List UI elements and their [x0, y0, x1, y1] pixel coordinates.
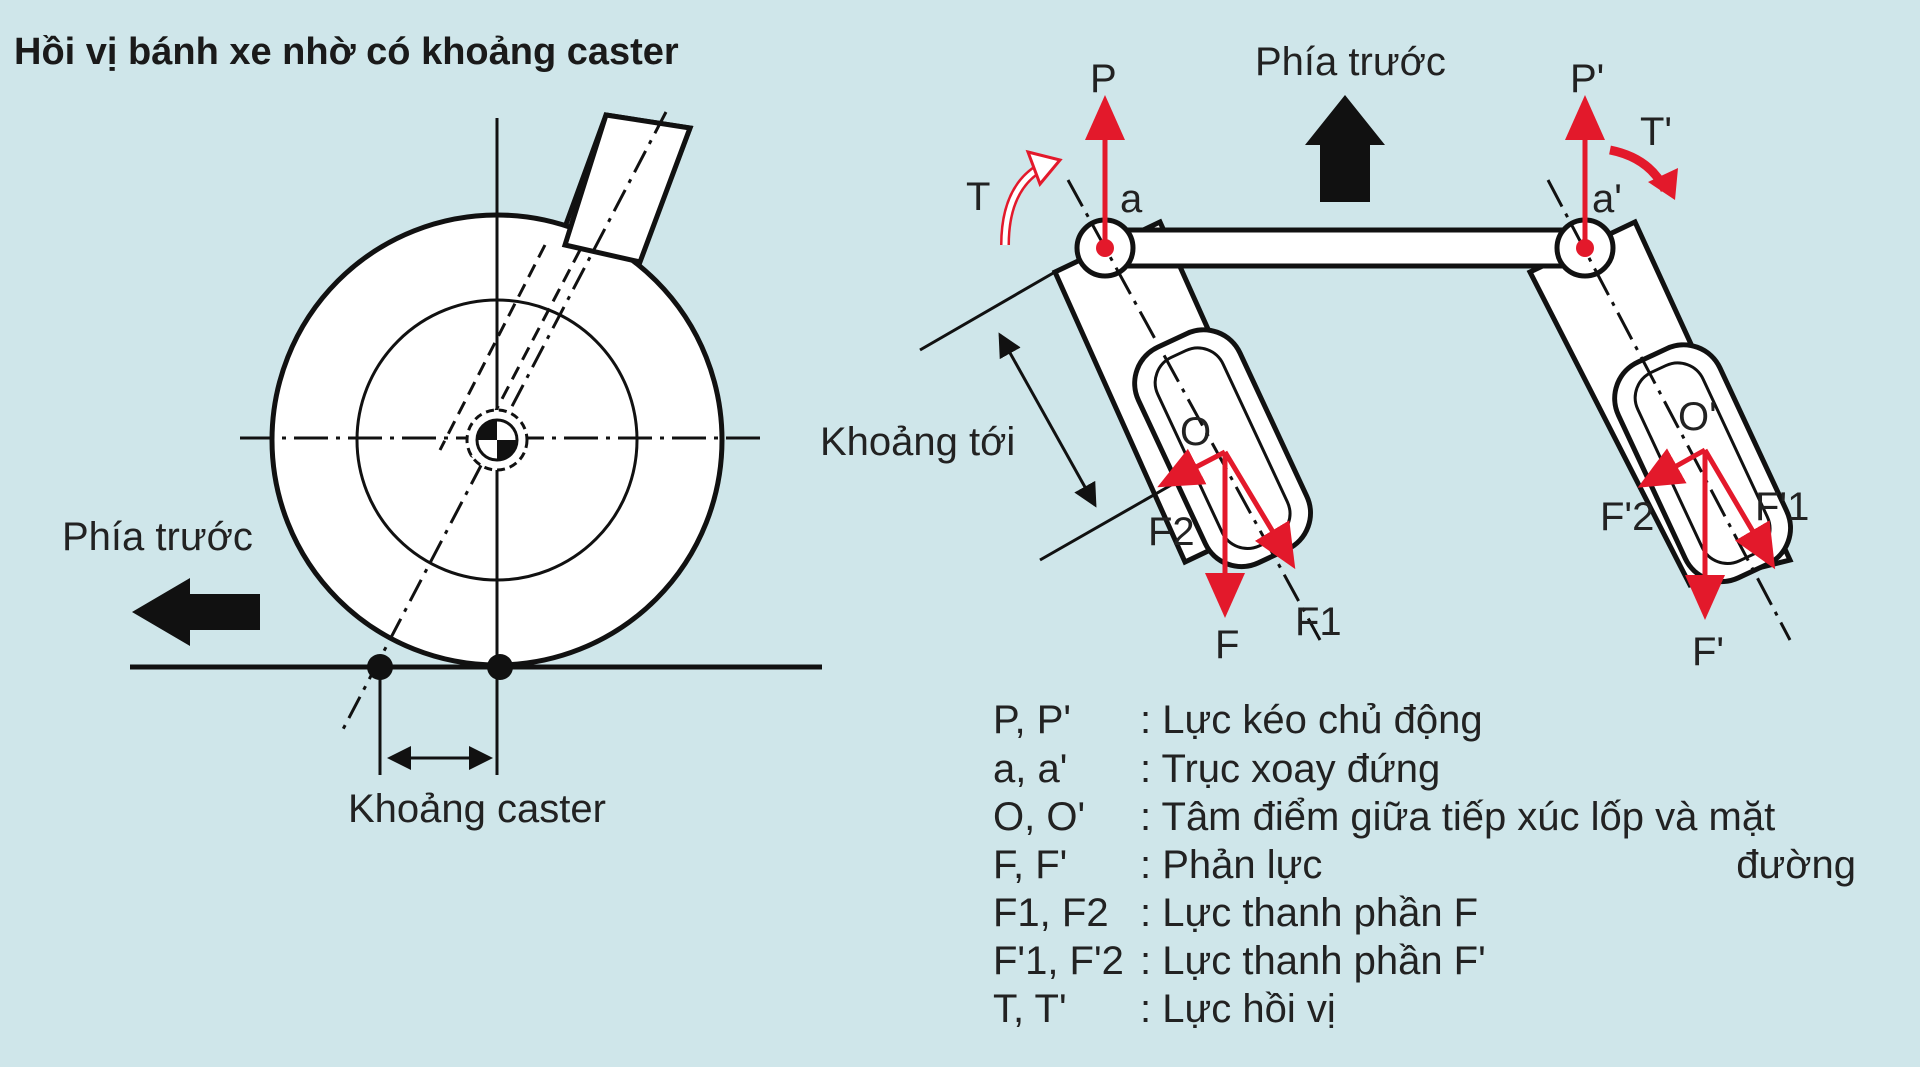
- front-label-left: Phía trước: [62, 515, 253, 559]
- label-T-prime: T': [1640, 110, 1672, 154]
- offset-dimension-arrow: [998, 332, 1097, 508]
- diagram-title: Hồi vị bánh xe nhờ có khoảng caster: [14, 31, 679, 73]
- top-view-steering: Khoảng tới Phía trước P P' T T' a a' O F…: [820, 40, 1809, 674]
- label-F1: F1: [1295, 600, 1342, 644]
- legend-symbol: a, a': [993, 747, 1067, 791]
- strut-tube-upper: [561, 112, 694, 265]
- tie-rod: [1087, 227, 1593, 269]
- label-P: P: [1090, 57, 1117, 101]
- legend-desc: : Tâm điểm giữa tiếp xúc lốp và mặt: [1140, 795, 1775, 839]
- label-a-prime: a': [1592, 177, 1622, 221]
- label-F2: F2: [1148, 510, 1195, 554]
- pivot-a: [1096, 239, 1114, 257]
- label-O-prime: O': [1678, 395, 1717, 439]
- label-F: F: [1215, 623, 1239, 667]
- force-F2-prime-arrow: [1637, 447, 1707, 488]
- label-a: a: [1120, 177, 1143, 221]
- legend-symbol: T, T': [993, 987, 1067, 1031]
- label-F2-prime: F'2: [1600, 495, 1654, 539]
- legend-desc: : Lực hồi vị: [1140, 987, 1336, 1031]
- torque-T-prime-arrow: [1648, 168, 1678, 200]
- label-O: O: [1180, 410, 1211, 454]
- front-label-right: Phía trước: [1255, 40, 1446, 84]
- legend-symbol: O, O': [993, 795, 1085, 839]
- left-kingpin-line: [1066, 179, 1322, 641]
- legend-desc: : Phản lực: [1140, 843, 1322, 887]
- strut-hidden-edge-2: [438, 244, 547, 451]
- front-arrow-left: [132, 578, 260, 646]
- strut-hidden-edge: [468, 249, 582, 461]
- side-view-wheel: Khoảng caster Phía trước: [62, 111, 822, 831]
- legend-desc: : Lực thanh phần F': [1140, 939, 1486, 983]
- front-arrow-right: [1305, 95, 1385, 202]
- force-F2-arrow: [1157, 448, 1227, 488]
- legend: P, P' : Lực kéo chủ động a, a' : Trục xo…: [993, 698, 1856, 1031]
- label-F-prime: F': [1692, 630, 1724, 674]
- label-F1-prime: F'1: [1755, 485, 1809, 529]
- label-P-prime: P': [1570, 57, 1604, 101]
- tire-contact-point: [487, 654, 513, 680]
- caster-label: Khoảng caster: [348, 787, 606, 831]
- legend-desc: : Trục xoay đứng: [1140, 747, 1440, 791]
- legend-symbol: F, F': [993, 843, 1067, 887]
- legend-desc-continuation: đường: [1736, 843, 1856, 887]
- legend-desc: : Lực kéo chủ động: [1140, 698, 1483, 742]
- force-F1-arrow: [1222, 450, 1296, 570]
- legend-symbol: F'1, F'2: [993, 939, 1124, 983]
- right-kingpin-line: [1546, 179, 1792, 641]
- legend-desc: : Lực thanh phần F: [1140, 891, 1478, 935]
- force-F1-prime-arrow: [1702, 448, 1776, 570]
- torque-T-arrow: [1025, 149, 1063, 187]
- legend-symbol: P, P': [993, 698, 1071, 742]
- legend-symbol: F1, F2: [993, 891, 1109, 935]
- offset-label: Khoảng tới: [820, 420, 1015, 464]
- label-T: T: [966, 175, 990, 219]
- pivot-a-prime: [1576, 239, 1594, 257]
- kingpin-axis: [338, 111, 668, 736]
